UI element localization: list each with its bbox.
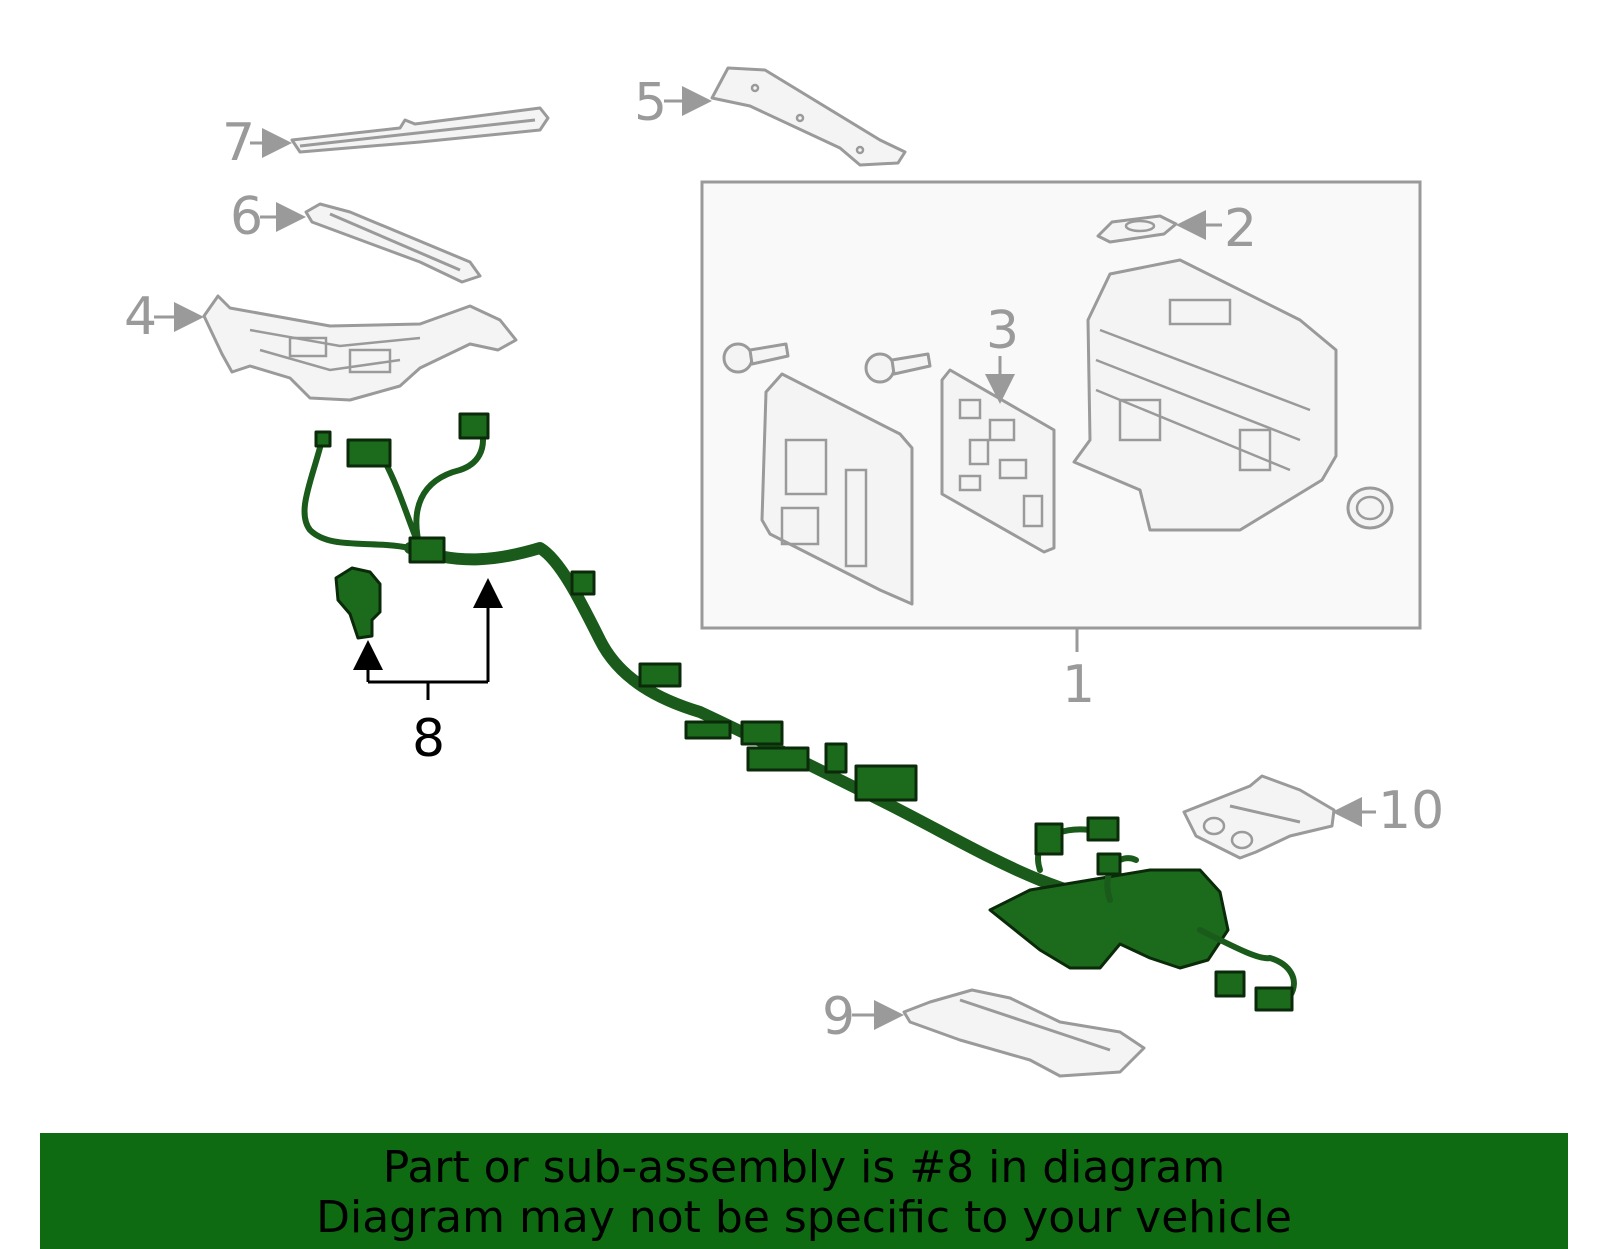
callout-4: 4 [124, 287, 204, 347]
callout-6: 6 [230, 187, 306, 247]
banner-disclaimer: Diagram may not be specific to your vehi… [316, 1192, 1292, 1243]
callout-9: 9 [822, 987, 904, 1047]
part-10-connector[interactable] [1182, 774, 1336, 860]
part-7-bracket[interactable] [290, 106, 550, 154]
callout-2: 2 [1176, 199, 1257, 259]
part-6-duct[interactable] [304, 202, 482, 284]
bolt-middle[interactable] [864, 352, 932, 384]
bolt-left[interactable] [722, 342, 790, 374]
inverter-cover-plate[interactable] [760, 372, 914, 606]
callout-10-label: 10 [1378, 781, 1444, 841]
banner-part-notice: Part or sub-assembly is #8 in diagram [382, 1142, 1226, 1193]
callout-8-label: 8 [412, 709, 445, 769]
callout-6-label: 6 [230, 187, 263, 247]
callout-9-label: 9 [822, 987, 855, 1047]
part-4-cover[interactable] [202, 294, 518, 402]
part-3-circuit-board[interactable] [940, 368, 1056, 554]
part-9-cover[interactable] [902, 988, 1146, 1078]
callout-5: 5 [634, 73, 712, 133]
callout-1-label: 1 [1062, 655, 1095, 715]
callout-7: 7 [222, 113, 292, 173]
inverter-assembly-block[interactable] [1072, 258, 1338, 532]
callout-3: 3 [985, 301, 1019, 404]
part-5-bracket[interactable] [710, 66, 907, 167]
callout-2-label: 2 [1224, 199, 1257, 259]
part-8-wire-harness[interactable] [301, 412, 1297, 1012]
part-notice-banner: Part or sub-assembly is #8 in diagram Di… [40, 1133, 1568, 1249]
callout-3-label: 3 [986, 301, 1019, 361]
callout-10: 10 [1332, 781, 1444, 841]
hose-clamp-ring[interactable] [1346, 486, 1394, 530]
part-8-connector-plug[interactable] [334, 566, 382, 640]
callout-4-label: 4 [124, 287, 157, 347]
callout-7-label: 7 [222, 113, 255, 173]
callout-8: 8 [353, 578, 503, 769]
callout-5-label: 5 [634, 73, 667, 133]
